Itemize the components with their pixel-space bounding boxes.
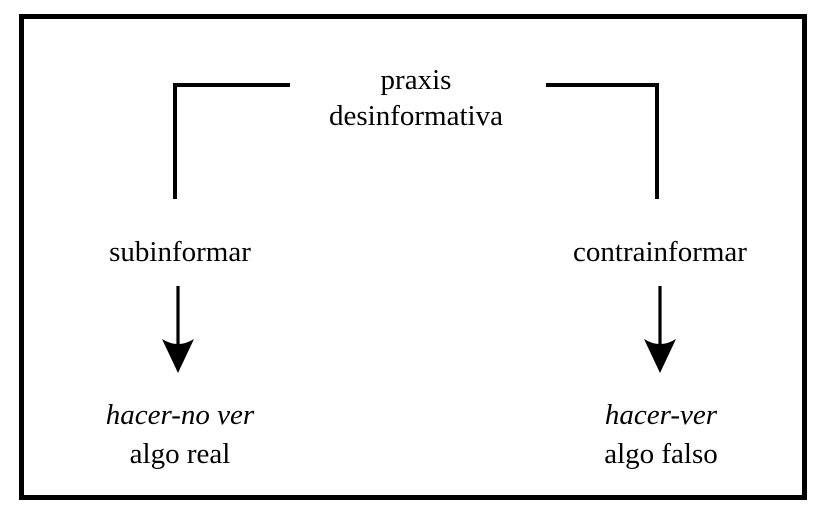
right-outcome-line1: hacer-ver — [604, 399, 718, 431]
right-outcome-label: hacer-ver algo falso — [604, 396, 718, 474]
root-node-label: praxis desinformativa — [329, 62, 503, 134]
left-outcome-line1: hacer-no ver — [105, 399, 255, 431]
root-label-line2: desinformativa — [329, 100, 503, 132]
left-branch-label: subinformar — [109, 236, 251, 268]
outer-frame — [19, 14, 807, 500]
root-label-line1: praxis — [380, 64, 452, 96]
right-outcome-line2: algo falso — [604, 438, 718, 470]
left-outcome-label: hacer-no ver algo real — [106, 396, 254, 474]
right-branch-label: contrainformar — [573, 236, 747, 268]
left-outcome-line2: algo real — [129, 438, 231, 470]
